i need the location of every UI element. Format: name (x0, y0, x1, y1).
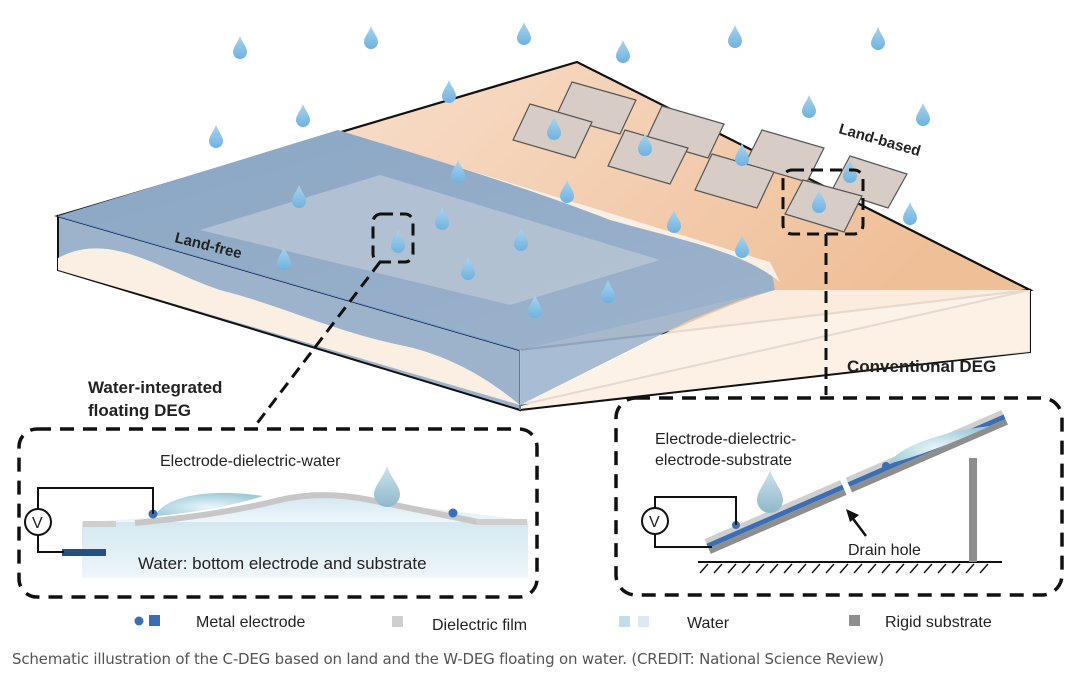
panel (607, 129, 689, 185)
legend-item-metal-electrode: Metal electrode (134, 614, 305, 631)
drain-hole-label: Drain hole (848, 542, 921, 559)
ground-hatch (699, 563, 989, 574)
w-deg-panel-border (17, 427, 539, 599)
voltmeter (24, 508, 52, 536)
top-electrode (882, 462, 890, 470)
legend-item-rigid-substrate: Rigid substrate (849, 614, 992, 631)
water-drop (374, 466, 400, 507)
water-shallow-area (200, 175, 660, 305)
voltmeter-symbol: V (649, 514, 660, 531)
legend: Metal electrode Dielectric film Water Ri… (134, 614, 992, 634)
c-deg-title: Conventional DEG (847, 357, 996, 376)
water-puddle (888, 426, 990, 464)
c-deg-panel-border (614, 396, 1064, 597)
c-deg-structure-line1: Electrode-dielectric- (655, 431, 796, 448)
w-deg-title-line2: floating DEG (88, 401, 191, 420)
panel (694, 153, 775, 209)
water-label: Water: bottom electrode and substrate (138, 554, 427, 573)
w-deg-structure-label: Electrode-dielectric-water (160, 453, 341, 470)
drain-arrow (850, 515, 867, 537)
circuit-wire (37, 487, 154, 514)
figure-caption: Schematic illustration of the C-DEG base… (12, 650, 884, 668)
water-side-face (520, 290, 775, 405)
w-deg-title-line1: Water-integrated (88, 378, 222, 397)
dielectric-film (134, 492, 479, 526)
callout-c-deg (781, 168, 865, 395)
bottom-electrode (62, 549, 106, 556)
circuit-wire (37, 535, 64, 553)
legend-label: Metal electrode (196, 614, 305, 631)
circuit-wire (654, 535, 712, 548)
w-deg-panel: Electrode-dielectric-water V Water: bott… (17, 427, 539, 599)
circuit-wire (654, 496, 737, 525)
legend-item-water: Water (619, 615, 730, 632)
schematic-figure: Land-free Land-based Water-integrated fl… (17, 22, 1064, 634)
c-deg-structure-line2: electrode-substrate (655, 452, 792, 469)
front-sand (58, 248, 520, 405)
legend-label: Rigid substrate (885, 614, 992, 631)
legend-label: Dielectric film (432, 617, 527, 634)
voltmeter-symbol: V (32, 515, 43, 532)
support-post (969, 458, 977, 562)
legend-item-dielectric-film: Dielectric film (392, 616, 527, 634)
c-deg-panel: Electrode-dielectric- electrode-substrat… (614, 396, 1064, 597)
side-sand (520, 290, 1030, 405)
land-based-label: Land-based (837, 121, 923, 161)
water-drop (757, 470, 783, 513)
callout-w-deg (250, 212, 415, 431)
terrain-block (54, 60, 1034, 412)
voltmeter (641, 507, 669, 535)
drain-arrow-head (846, 509, 859, 522)
water-body (82, 522, 528, 578)
water-puddle (155, 492, 263, 516)
legend-label: Water (687, 615, 730, 632)
top-electrode (448, 508, 458, 518)
